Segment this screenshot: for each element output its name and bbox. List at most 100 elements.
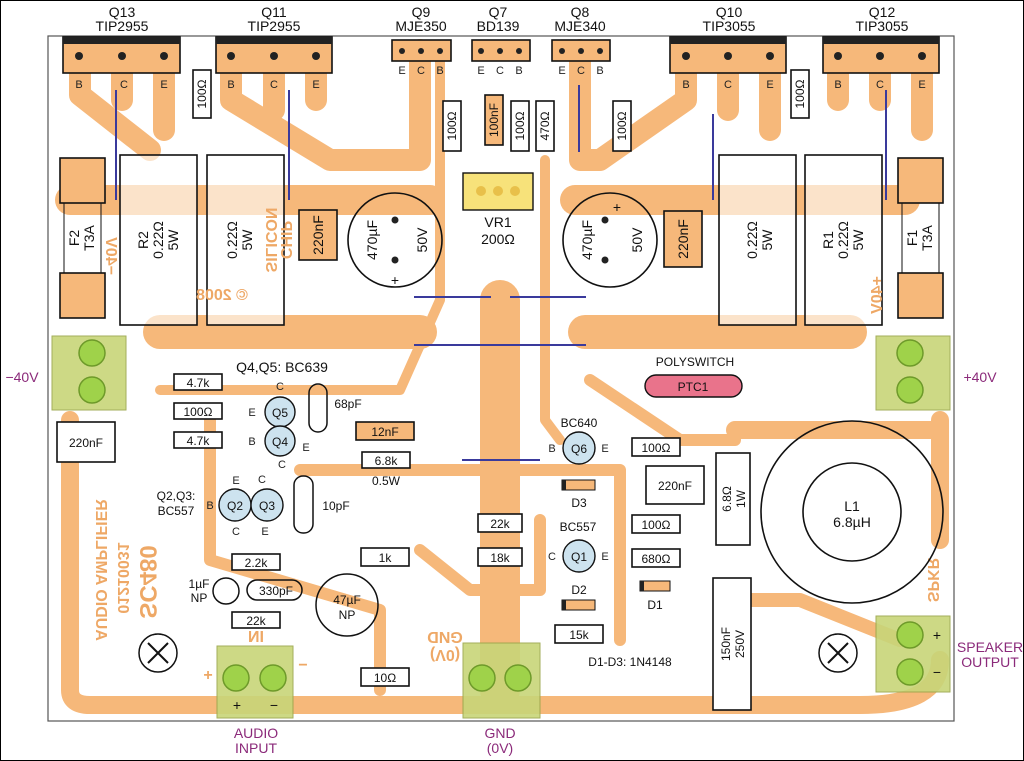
- label-driver_transistors-0-ref: Q9: [412, 4, 431, 20]
- fuse-f2[interactable]: F2 T3A: [59, 157, 106, 319]
- pcb-shape: [270, 52, 278, 60]
- silkscreen-text: SILICON CHIP © 2008 −40V +40V AUDIO AMPL…: [92, 208, 941, 684]
- label-driver_transistors-0-pins-1: C: [417, 65, 425, 77]
- transistor-q3: Q3Q3 CE: [250, 474, 284, 538]
- pcb-shape: [227, 52, 235, 60]
- diode-d3: [561, 479, 596, 491]
- label-power_transistors-1-pins-2: E: [312, 79, 319, 91]
- trimpot-vr1[interactable]: VR1 200Ω: [462, 172, 534, 247]
- pcb-shape: 2.2k: [231, 553, 281, 571]
- label-power_transistors-0-pins-2: E: [160, 79, 167, 91]
- pcb-shape: [360, 667, 410, 687]
- pcb-shape: [497, 48, 503, 54]
- pcb-shape: [897, 272, 944, 319]
- label-top_resistors-5: 100Ω: [615, 111, 629, 140]
- label-power_transistors-1-part: TIP2955: [248, 18, 301, 34]
- capacitor-470uF-left: 470µF 50V +: [347, 192, 443, 288]
- pcb-shape: [715, 452, 751, 546]
- pcb-shape: [78, 339, 106, 367]
- pcb-shape: 18k: [477, 547, 523, 567]
- pcb-shape: [173, 402, 223, 420]
- label-fuses-0-ref: F2: [66, 230, 82, 247]
- label-silkscreen-zero: (0V): [430, 646, 460, 663]
- label-zobel-rw: 1W: [734, 489, 748, 508]
- pcb-shape: [562, 431, 596, 465]
- label-vas-r15k: 15k: [569, 628, 589, 642]
- label-silkscreen-brand1: SILICON: [262, 208, 279, 273]
- pcb-shape: [718, 154, 797, 326]
- label-vas-bc557: BC557: [560, 520, 597, 534]
- label-polyswitch-label: POLYSWITCH: [656, 355, 734, 369]
- label-pin_letters-B: B: [548, 443, 555, 455]
- pcb-shape: [264, 425, 296, 457]
- label-polyswitch-ref: PTC1: [678, 380, 709, 394]
- pcb-shape: [437, 48, 443, 54]
- label-silkscreen-gnd: GND: [427, 628, 463, 645]
- label-fuses-1-rating: T3A: [919, 225, 935, 251]
- pcb-shape: 6.8k: [361, 451, 411, 469]
- pcb-shape: [298, 209, 338, 261]
- label-input_stage-c47a: 47µF: [333, 593, 361, 607]
- label-vas-q1: Q1: [571, 550, 587, 564]
- pcb-shape: 100Ω: [631, 514, 681, 534]
- label-pin_letters-E: E: [232, 475, 239, 487]
- label-emitter_resistors-1-power: 5W: [239, 229, 255, 251]
- pcb-shape: [712, 577, 752, 711]
- pcb-shape: [468, 664, 496, 692]
- pcb-shape: [896, 658, 924, 686]
- label-driver_transistors-1-pins-1: C: [496, 65, 504, 77]
- pcb-shape: [59, 157, 106, 204]
- terminal-neg40v[interactable]: −40V: [5, 335, 127, 411]
- pcb-shape: [355, 421, 415, 441]
- pcb-shape: [361, 451, 411, 469]
- pcb-shape: [220, 39, 431, 171]
- label-silkscreen-minus40: −40V: [102, 237, 119, 275]
- pcb-shape: [827, 642, 849, 664]
- label-terminals-audio-label1: AUDIO: [234, 725, 278, 741]
- pcb-shape: [670, 37, 786, 44]
- label-terminals-speaker-label2: OUTPUT: [961, 654, 1019, 670]
- pcb-shape: [442, 100, 462, 152]
- pcb-shape: [418, 48, 424, 54]
- label-input_stage-r3: 4.7k: [187, 434, 211, 448]
- pcb-shape: [823, 37, 939, 44]
- label-input_stage-r22a: 2.2k: [245, 556, 269, 570]
- resistor-100-q9: 100Ω: [442, 100, 462, 152]
- label-power_transistors-2-pins-0: B: [682, 79, 689, 91]
- label-caps_470-value: 470µF: [579, 220, 595, 260]
- label-silkscreen-code: 01210031: [114, 542, 131, 613]
- transistor-q5: Q5 EC: [248, 381, 296, 428]
- pcb-shape: [312, 52, 320, 60]
- label-inductor-value: 6.8µH: [833, 514, 871, 530]
- pcb-shape: [631, 437, 681, 457]
- label-input_stage-c220: 220nF: [69, 436, 103, 450]
- label-emitter_resistors-0-value: 0.22Ω: [150, 221, 166, 259]
- pcb-shape: 100Ω: [631, 437, 681, 457]
- label-terminals-speaker-plus: +: [933, 627, 941, 643]
- fuse-f1[interactable]: F1 T3A: [897, 157, 944, 319]
- label-driver_transistors-1-ref: Q7: [489, 4, 508, 20]
- label-driver_transistors-2-pins-2: B: [596, 65, 603, 77]
- label-pin_letters-B: B: [206, 500, 213, 512]
- capacitor-220nF-right: 220nF: [663, 210, 703, 268]
- label-input_stage-q4: Q4: [272, 435, 288, 449]
- pcb-shape: [645, 465, 705, 505]
- pcb-shape: [834, 52, 842, 60]
- pcb-shape: [631, 514, 681, 534]
- pcb-shape: [216, 37, 332, 44]
- pcb-shape: [493, 186, 503, 196]
- terminal-gnd[interactable]: GND(0V): [462, 642, 541, 756]
- label-terminals-gnd-label1: GND: [484, 725, 515, 741]
- terminal-pos40v[interactable]: +40V: [875, 335, 997, 411]
- label-driver_transistors-2-pins-1: C: [577, 65, 585, 77]
- label-vr1-value: 200Ω: [481, 231, 515, 247]
- label-input_stage-q23_label1: Q2,Q3:: [157, 489, 196, 503]
- mounting-hole-left: [138, 633, 178, 673]
- label-terminals-gnd-label2: (0V): [487, 740, 513, 756]
